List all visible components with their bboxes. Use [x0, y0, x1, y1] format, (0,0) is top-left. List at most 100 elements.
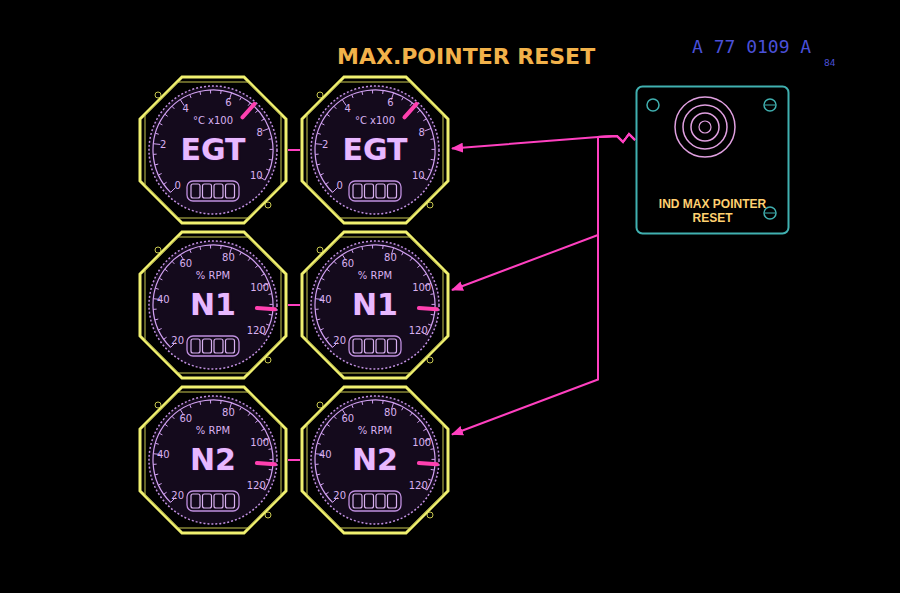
- dial-tick: [165, 269, 168, 271]
- dial-tick: [315, 464, 318, 465]
- counter-digit: [203, 339, 212, 353]
- dial-tick: [317, 443, 320, 445]
- mount-screw: [265, 357, 271, 363]
- dial-tick: [361, 91, 363, 94]
- dial-tick: [220, 246, 221, 249]
- scale-number: 80: [222, 252, 235, 263]
- dial-unit: % RPM: [196, 270, 230, 281]
- dial-tick: [382, 91, 383, 94]
- dial-tick: [423, 119, 426, 121]
- counter-digit: [365, 184, 374, 198]
- reset-button: [683, 105, 727, 149]
- dial-tick: [430, 138, 433, 140]
- scale-number: 20: [333, 490, 346, 501]
- dial-tick: [240, 97, 242, 100]
- mount-screw: [155, 92, 161, 98]
- dial-tick: [315, 309, 318, 310]
- panel-screw: [765, 213, 775, 214]
- dial-tick: [220, 401, 221, 404]
- dial-tick: [268, 138, 271, 140]
- counter-digit: [226, 184, 235, 198]
- reset-button: [675, 97, 735, 157]
- dial-tick: [172, 416, 174, 419]
- dial-tick: [321, 433, 324, 435]
- dial-tick: [352, 95, 353, 98]
- dial-tick: [190, 250, 191, 253]
- dial-tick: [199, 401, 201, 404]
- panel-label: IND MAX POINTER RESET: [653, 197, 772, 225]
- dial-tick: [423, 274, 426, 276]
- dial-tick: [165, 114, 168, 116]
- scale-number: 40: [157, 449, 170, 460]
- dial-tick: [255, 110, 258, 112]
- scale-number: 60: [179, 413, 192, 424]
- max-pointer: [257, 463, 275, 464]
- scale-number: 40: [157, 294, 170, 305]
- reset-button: [699, 121, 711, 133]
- panel-screw: [765, 105, 775, 106]
- dial-tick: [266, 324, 269, 325]
- scale-number: 20: [171, 490, 184, 501]
- counter-digit: [365, 494, 374, 508]
- dial-tick: [352, 250, 353, 253]
- dial-tick: [262, 128, 269, 131]
- mount-screw: [317, 247, 323, 253]
- dial-tick: [210, 245, 211, 248]
- dial-tick: [199, 91, 201, 94]
- dial-tick: [326, 337, 329, 339]
- mount-screw: [265, 512, 271, 518]
- dial-tick: [199, 246, 201, 249]
- counter-digit: [214, 339, 223, 353]
- dial-tick: [430, 448, 433, 450]
- scale-number: 0: [336, 180, 342, 191]
- scale-number: 60: [341, 258, 354, 269]
- dial-unit: % RPM: [196, 425, 230, 436]
- dial-tick: [269, 304, 272, 305]
- counter-digit: [226, 339, 235, 353]
- counter-digit: [191, 339, 200, 353]
- counter-window: [349, 491, 401, 511]
- dial-tick: [159, 433, 162, 435]
- counter-digit: [226, 494, 235, 508]
- counter-digit: [191, 494, 200, 508]
- counter-digit: [388, 184, 397, 198]
- dial-tick: [382, 246, 383, 249]
- mount-screw: [265, 202, 271, 208]
- dial-tick: [320, 329, 323, 330]
- dial-tick: [266, 169, 269, 170]
- scale-number: 120: [409, 480, 428, 491]
- dial-tick: [261, 429, 264, 431]
- dial-tick: [424, 128, 431, 131]
- dial-unit: °C x100: [193, 115, 233, 126]
- dial-unit: % RPM: [358, 270, 392, 281]
- dial-tick: [402, 97, 404, 100]
- scale-number: 8: [418, 127, 424, 138]
- dial-tick: [321, 123, 324, 125]
- scale-number: 8: [256, 127, 262, 138]
- dial-tick: [428, 324, 431, 325]
- dial-tick: [431, 149, 434, 150]
- dial-unit: % RPM: [358, 425, 392, 436]
- counter-digit: [388, 339, 397, 353]
- diagram-title: MAX.POINTER RESET: [337, 44, 595, 69]
- scale-number: 60: [341, 413, 354, 424]
- dial-tick: [269, 314, 272, 316]
- mount-screw: [427, 357, 433, 363]
- scale-number: 60: [179, 258, 192, 269]
- dial-tick: [155, 474, 158, 476]
- signal-wire: [452, 134, 635, 435]
- signal-wire: [288, 149, 300, 151]
- dial-tick: [315, 143, 322, 145]
- dial-tick: [428, 169, 431, 170]
- dial-tick: [372, 400, 373, 403]
- dial-tick: [240, 252, 242, 255]
- dial-tick: [153, 464, 156, 465]
- counter-digit: [365, 339, 374, 353]
- scale-number: 80: [384, 407, 397, 418]
- dial-tick: [320, 174, 323, 175]
- dial-tick: [158, 484, 161, 485]
- dial-tick: [269, 149, 272, 150]
- dial-tick: [210, 90, 211, 93]
- dial-tick: [269, 159, 272, 161]
- counter-digit: [353, 494, 362, 508]
